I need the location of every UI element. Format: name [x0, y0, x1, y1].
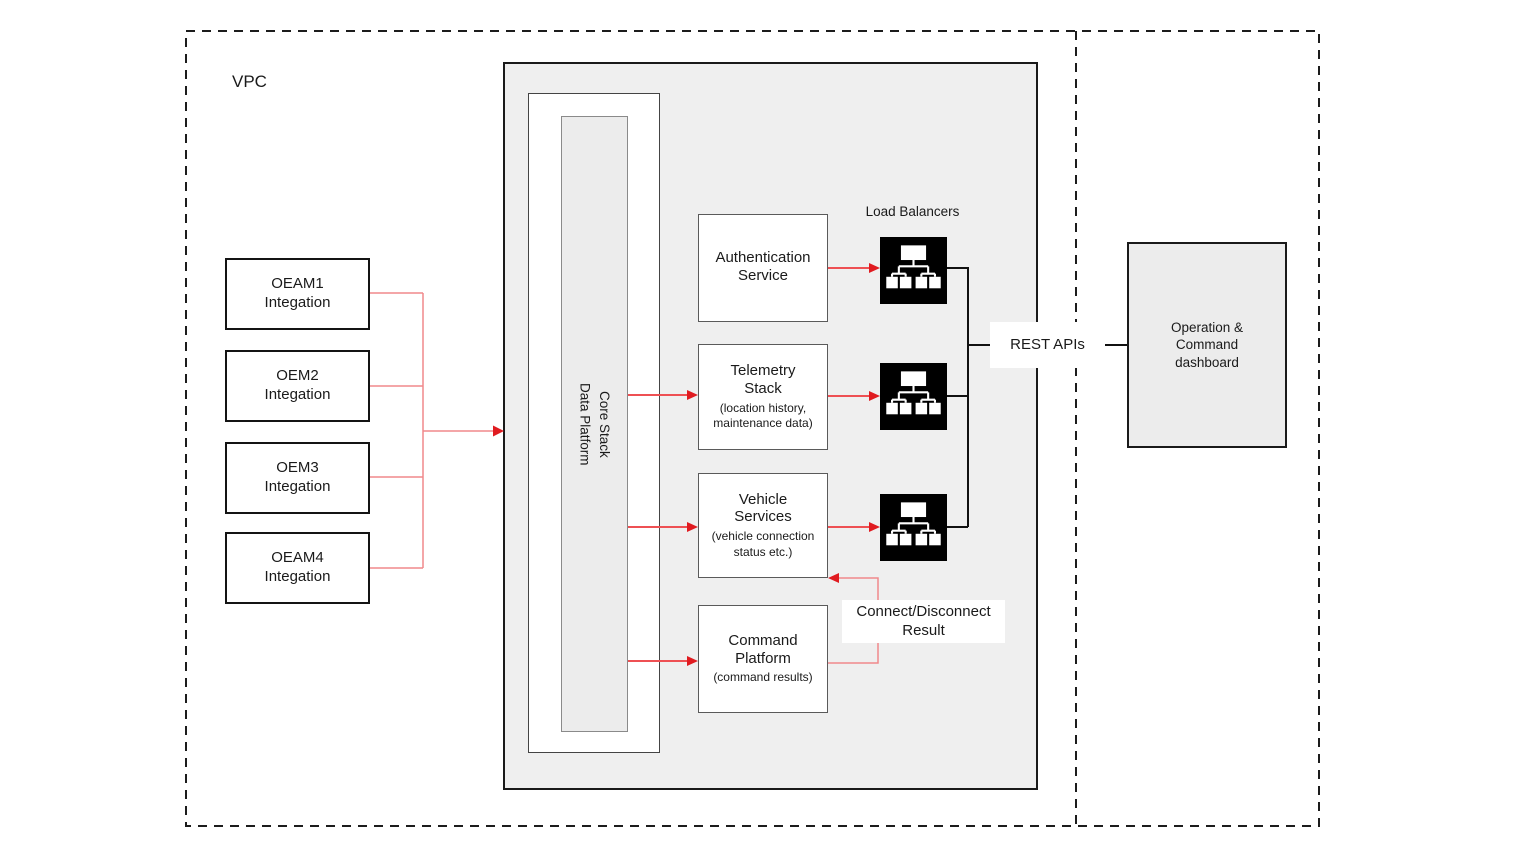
- rest-apis-label: REST APIs: [990, 322, 1105, 368]
- oem-fan-in-lines: [370, 292, 493, 569]
- service-detail: (location history, maintenance data): [713, 400, 813, 431]
- service-title: Command Platform: [728, 632, 798, 667]
- connect-disconnect-result-label: Connect/Disconnect Result: [842, 600, 1005, 643]
- data-platform-core-stack: Data Platform Core Stack: [561, 116, 628, 732]
- oem-node-label: OEAM4 Integation: [264, 549, 331, 585]
- oem-node-oem3: OEM3 Integation: [225, 442, 370, 514]
- dashboard-node: Operation & Command dashboard: [1127, 242, 1287, 448]
- service-node-authentication: Authentication Service: [698, 214, 828, 322]
- service-title: Authentication Service: [715, 248, 811, 284]
- load-balancer-icon: [880, 363, 947, 430]
- service-title: Vehicle Services: [734, 490, 792, 526]
- service-detail: (command results): [713, 670, 813, 685]
- oem-node-label: OEM3 Integation: [264, 459, 331, 495]
- vpc-label: VPC: [232, 72, 267, 91]
- oem-node-label: OEM2 Integation: [264, 367, 331, 403]
- service-node-command: Command Platform (command results): [698, 605, 828, 713]
- service-node-telemetry: Telemetry Stack (location history, maint…: [698, 344, 828, 450]
- service-title: Telemetry Stack: [730, 362, 796, 397]
- data-platform-core-stack-label: Data Platform Core Stack: [577, 382, 613, 466]
- load-balancer-icon: [880, 494, 947, 561]
- dashboard-label: Operation & Command dashboard: [1170, 319, 1244, 370]
- oem-node-oem2: OEM2 Integation: [225, 350, 370, 422]
- load-balancer-icon: [880, 237, 947, 304]
- oem-node-oeam1: OEAM1 Integation: [225, 258, 370, 330]
- service-detail: (vehicle connection status etc.): [711, 529, 815, 559]
- service-node-vehicle: Vehicle Services (vehicle connection sta…: [698, 473, 828, 578]
- oem-node-oeam4: OEAM4 Integation: [225, 532, 370, 604]
- oem-node-label: OEAM1 Integation: [264, 275, 331, 311]
- load-balancers-label: Load Balancers: [865, 204, 960, 219]
